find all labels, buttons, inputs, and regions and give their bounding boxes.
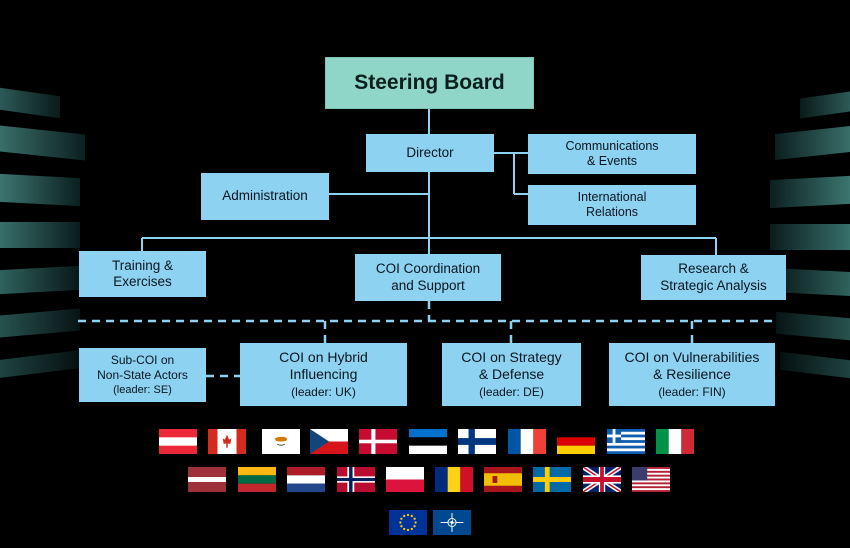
coi-hybrid-title-line2: Influencing — [289, 366, 358, 383]
coi-strategy-leader: (leader: DE) — [479, 385, 544, 400]
finland-flag — [458, 429, 496, 454]
germany-flag — [557, 429, 595, 454]
administration-box: Administration — [201, 173, 329, 220]
italy-flag — [656, 429, 694, 454]
steering-board-label: Steering Board — [354, 71, 505, 95]
coi-strategy-title-line1: COI on Strategy — [461, 349, 562, 366]
austria-flag — [159, 429, 197, 454]
sub-coi-title-line2: Non-State Actors — [97, 367, 188, 382]
sweden-flag — [533, 467, 571, 492]
coi-coordination-label-line1: COI Coordination — [375, 261, 481, 277]
coi-vulnerabilities-title-line1: COI on Vulnerabilities — [624, 349, 760, 366]
training-exercises-box: Training & Exercises — [79, 251, 206, 297]
training-label-line1: Training & — [111, 257, 174, 273]
international-label-line2: Relations — [585, 205, 639, 219]
czech-flag — [310, 429, 348, 454]
canada-flag — [208, 429, 246, 454]
international-relations-box: International Relations — [528, 185, 696, 225]
director-label: Director — [406, 144, 454, 160]
coi-strategy-defense-box: COI on Strategy & Defense (leader: DE) — [442, 343, 581, 406]
coi-coordination-box: COI Coordination and Support — [355, 254, 501, 301]
research-strategic-analysis-box: Research & Strategic Analysis — [641, 255, 786, 300]
spain-flag — [484, 467, 522, 492]
denmark-flag — [359, 429, 397, 454]
coi-hybrid-influencing-box: COI on Hybrid Influencing (leader: UK) — [240, 343, 407, 406]
nato-flag — [433, 510, 471, 535]
greece-flag — [607, 429, 645, 454]
international-label-line1: International — [577, 190, 647, 204]
director-box: Director — [366, 134, 494, 172]
research-label-line1: Research & — [678, 261, 749, 277]
communications-label-line1: Communications — [565, 139, 659, 153]
cyprus-flag — [262, 429, 300, 454]
netherlands-flag — [287, 467, 325, 492]
poland-flag — [386, 467, 424, 492]
coi-hybrid-title-line1: COI on Hybrid — [279, 349, 368, 366]
coi-coordination-label-line2: and Support — [391, 277, 465, 293]
coi-vulnerabilities-title-line2: & Resilience — [653, 366, 731, 383]
communications-events-box: Communications & Events — [528, 134, 696, 174]
uk-flag — [583, 467, 621, 492]
eu-flag — [389, 510, 427, 535]
training-label-line2: Exercises — [113, 274, 172, 289]
romania-flag — [435, 467, 473, 492]
coi-vulnerabilities-leader: (leader: FIN) — [658, 385, 726, 400]
latvia-flag — [188, 467, 226, 492]
research-label-line2: Strategic Analysis — [660, 277, 767, 293]
steering-board-box: Steering Board — [325, 57, 534, 109]
estonia-flag — [409, 429, 447, 454]
lithuania-flag — [238, 467, 276, 492]
coi-strategy-title-line2: & Defense — [478, 366, 545, 383]
communications-label-line2: & Events — [586, 154, 638, 168]
france-flag — [508, 429, 546, 454]
sub-coi-leader: (leader: SE) — [113, 383, 172, 396]
coi-vulnerabilities-resilience-box: COI on Vulnerabilities & Resilience (lea… — [609, 343, 775, 406]
usa-flag — [632, 467, 670, 492]
sub-coi-non-state-actors-box: Sub-COI on Non-State Actors (leader: SE) — [79, 348, 206, 402]
sub-coi-title-line1: Sub-COI on — [110, 352, 175, 367]
administration-label: Administration — [222, 188, 308, 204]
coi-hybrid-leader: (leader: UK) — [291, 385, 356, 400]
norway-flag — [337, 467, 375, 492]
